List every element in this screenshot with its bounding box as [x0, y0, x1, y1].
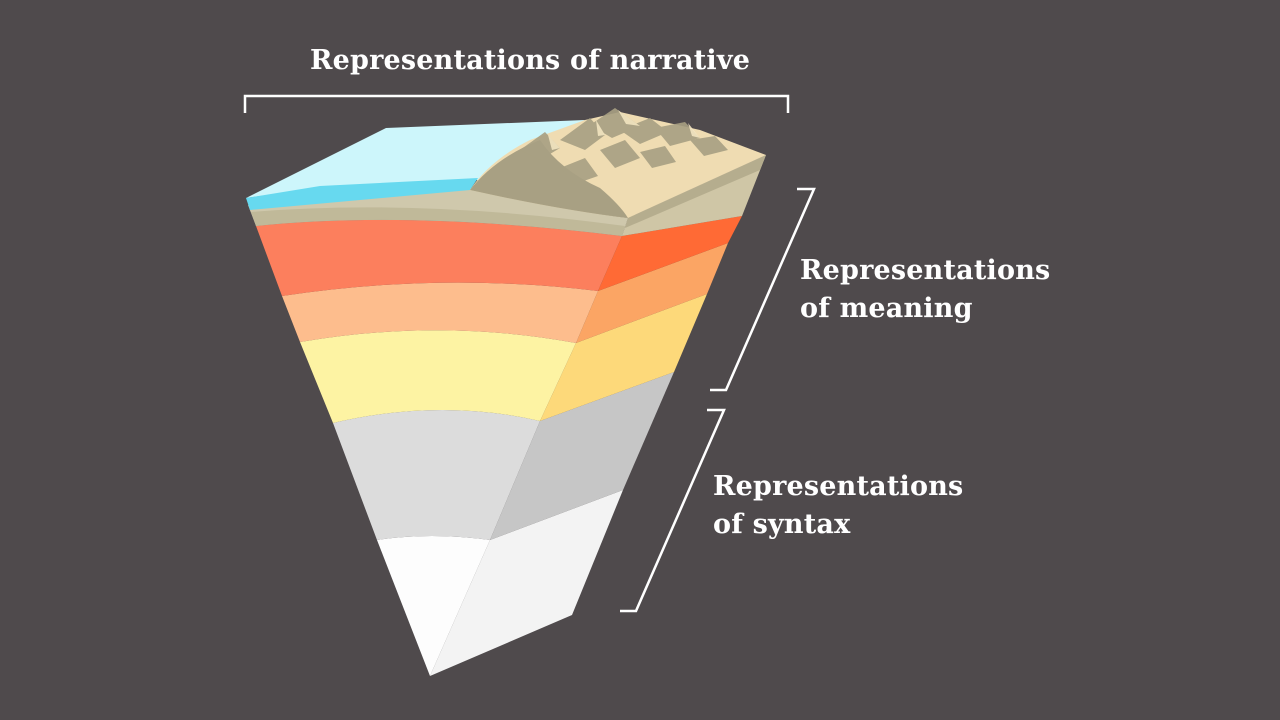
earth-cross-section [246, 108, 766, 676]
label-meaning-line2: of meaning [800, 290, 1050, 328]
label-syntax: Representations of syntax [713, 468, 963, 544]
label-meaning-line1: Representations [800, 252, 1050, 290]
layer-yellow-front [300, 330, 576, 423]
label-meaning: Representations of meaning [800, 252, 1050, 328]
label-syntax-line1: Representations [713, 468, 963, 506]
bracket-narrative [245, 96, 788, 113]
label-narrative-text: Representations of narrative [310, 42, 750, 80]
label-syntax-line2: of syntax [713, 506, 963, 544]
label-narrative: Representations of narrative [310, 42, 750, 80]
